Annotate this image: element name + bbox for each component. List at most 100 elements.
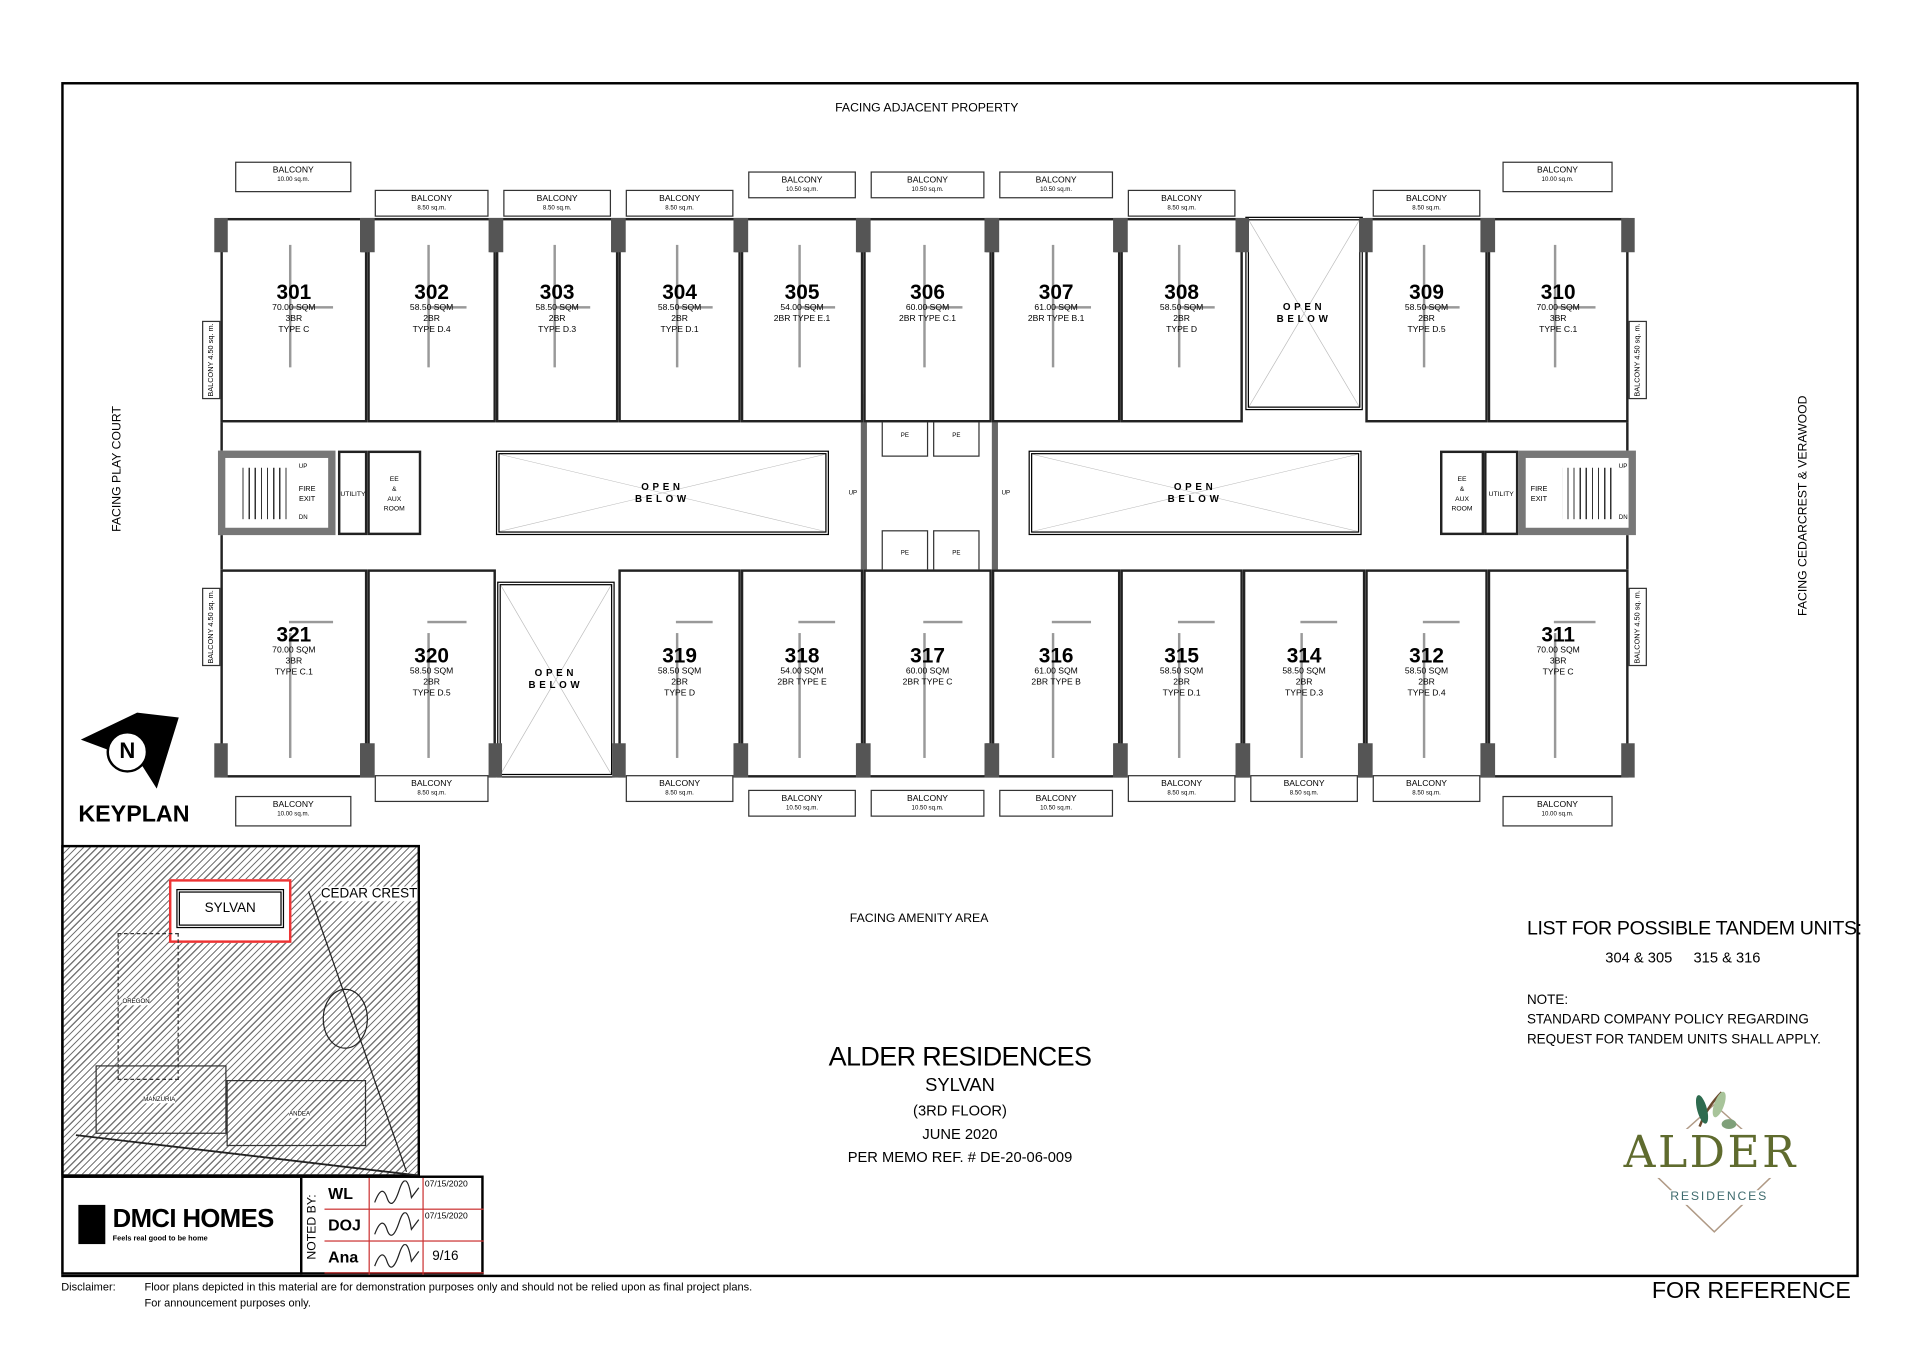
note-label: NOTE: xyxy=(1526,993,1569,1008)
partition-wall xyxy=(675,620,713,624)
structural-column xyxy=(857,743,871,778)
elevator: PE xyxy=(933,530,980,575)
balcony-label: BALCONY xyxy=(907,176,949,185)
structural-column xyxy=(857,217,871,253)
partition-wall xyxy=(1177,633,1181,758)
partition-wall xyxy=(675,633,679,758)
balcony-area: 10.50 sq.m. xyxy=(911,804,944,812)
unit-detail: 2BR xyxy=(423,677,440,687)
partition-wall xyxy=(1177,244,1181,368)
open-label: OPEN xyxy=(1173,480,1217,492)
balcony-area: 8.50 sq.m. xyxy=(1167,789,1196,798)
keyplan-roads xyxy=(75,891,419,1177)
balcony-area: 10.50 sq.m. xyxy=(786,186,819,194)
unit-detail: TYPE C xyxy=(278,325,310,335)
unit-detail: 58.50 SQM xyxy=(657,303,702,313)
partition-wall xyxy=(798,306,836,309)
balcony-area: 10.50 sq.m. xyxy=(911,186,944,194)
unit-number: 308 xyxy=(1164,280,1200,304)
structural-column xyxy=(1359,217,1373,253)
partition-wall xyxy=(1553,620,1596,624)
unit-detail: 2BR xyxy=(423,314,440,324)
structural-column xyxy=(214,217,228,253)
balcony-label: BALCONY xyxy=(659,780,701,789)
balcony-label: BALCONY xyxy=(907,794,949,804)
balcony-label: BALCONY xyxy=(1406,194,1448,204)
partition-wall xyxy=(1052,244,1055,368)
unit-number: 309 xyxy=(1409,280,1444,304)
utility-room-right: UTILITY xyxy=(1484,450,1519,536)
unit-detail: 2BR xyxy=(1173,314,1190,324)
unit-number: 321 xyxy=(276,622,312,646)
date-label: JUNE 2020 xyxy=(922,1125,998,1143)
unit-detail: 2BR xyxy=(1418,677,1435,687)
unit-detail: 2BR xyxy=(1418,314,1435,324)
stair-treads xyxy=(1562,467,1617,520)
open-label: OPEN xyxy=(1282,301,1326,313)
amp-label: & xyxy=(392,486,397,494)
unit-detail: 2BR TYPE E.1 xyxy=(773,314,831,324)
keyplan-oregon-label: OREGON xyxy=(122,997,150,1006)
balcony-label: BALCONY xyxy=(781,176,823,185)
partition-wall xyxy=(675,244,679,368)
signature-date: 07/15/2020 xyxy=(424,1180,468,1189)
signature-icon xyxy=(374,1212,420,1236)
memo-ref: PER MEMO REF. # DE-20-06-009 xyxy=(847,1148,1073,1166)
unit-number: 315 xyxy=(1164,643,1200,667)
balcony-label: BALCONY xyxy=(781,794,823,804)
partition-wall xyxy=(427,306,467,309)
unit-number: 301 xyxy=(276,280,312,304)
stair-down-label: DN xyxy=(298,514,308,522)
partition-wall xyxy=(923,633,927,758)
company-name: DMCI HOMES xyxy=(112,1204,275,1234)
partition-wall xyxy=(553,306,591,309)
utility-room-left: UTILITY xyxy=(337,450,368,536)
keyplan-map: SYLVAN CEDAR CREST OREGON MANZURIA ANDEA xyxy=(61,844,421,1177)
unit-detail: 58.50 SQM xyxy=(535,303,579,313)
for-reference-stamp: FOR REFERENCE xyxy=(1651,1278,1851,1305)
unit-detail: 2BR xyxy=(548,314,566,324)
structural-column xyxy=(1236,743,1251,778)
unit-detail: 70.00 SQM xyxy=(272,645,316,655)
unit-detail: 70.00 SQM xyxy=(272,303,316,313)
balcony-label: BALCONY xyxy=(1283,780,1325,789)
side-balcony: BALCONY 4.50 sq. m. xyxy=(202,587,221,667)
partition-wall xyxy=(1422,306,1460,309)
fire-label: FIRE xyxy=(1530,486,1548,494)
room-label: ROOM xyxy=(1451,505,1473,514)
